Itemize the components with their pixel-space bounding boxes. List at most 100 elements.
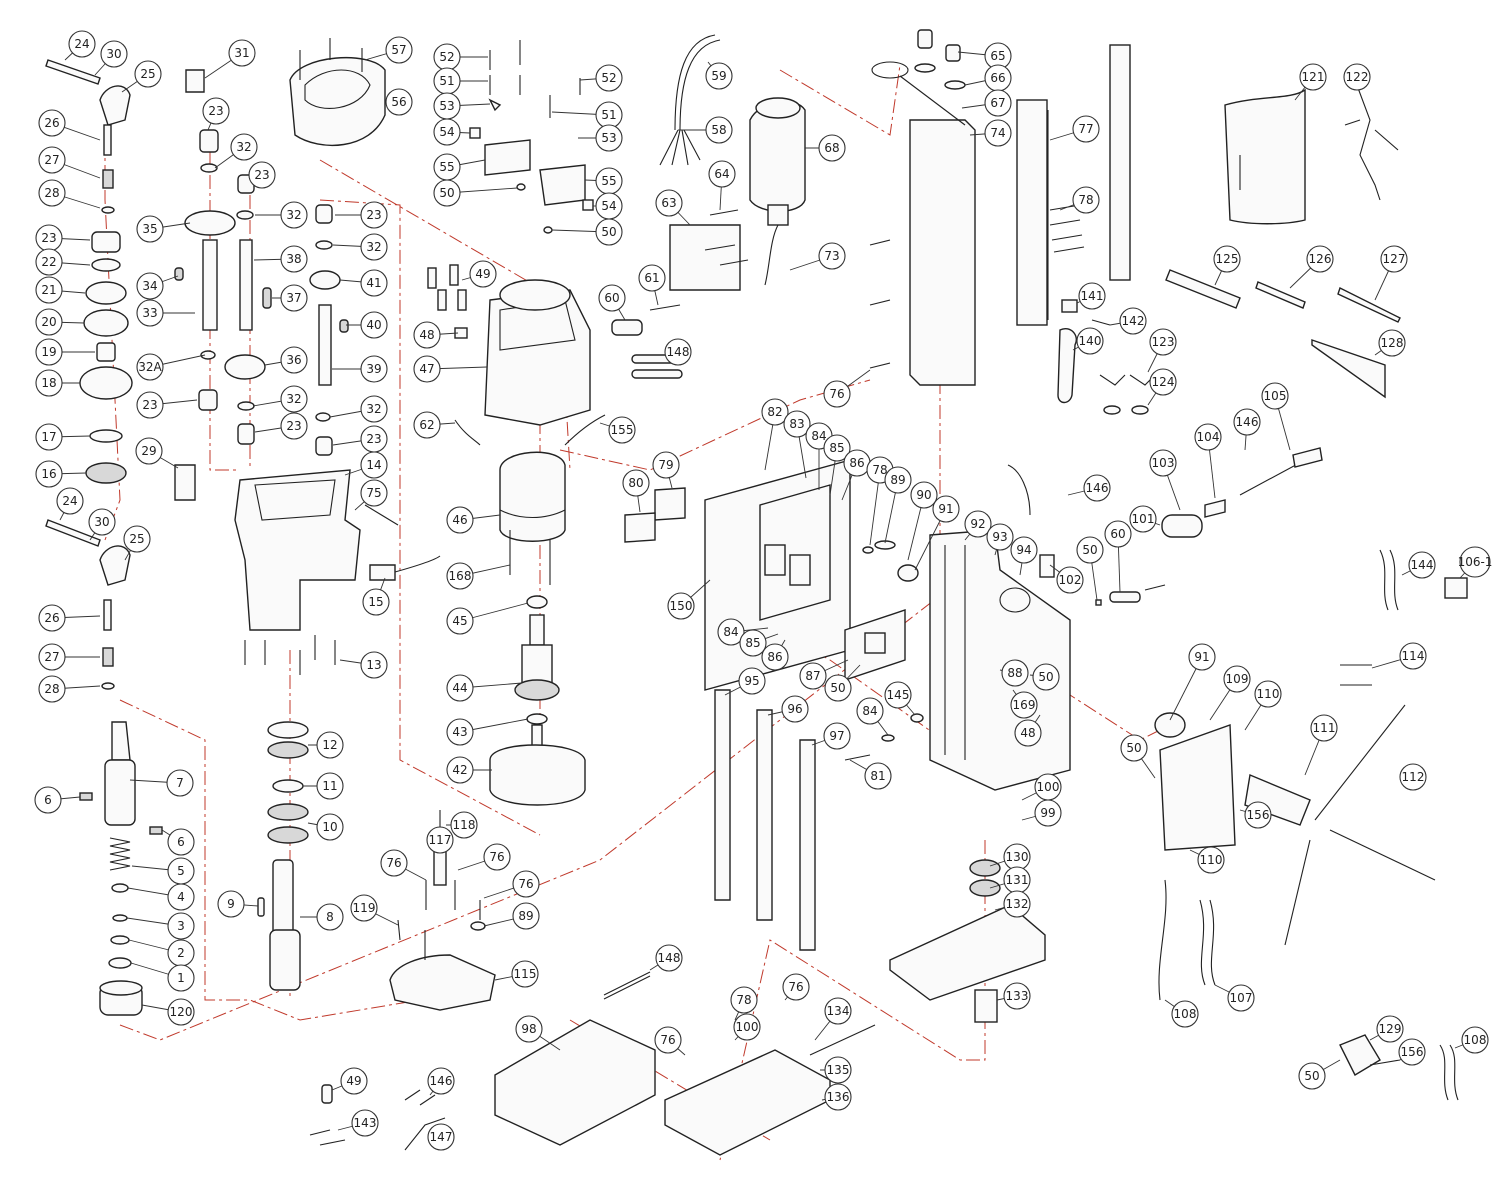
callout-number: 89 [890, 473, 905, 487]
callout-number: 110 [1257, 687, 1280, 701]
callout-number: 169 [1013, 698, 1036, 712]
callout-circle [739, 629, 767, 657]
callout-circle [427, 1123, 455, 1151]
callout-100: 100 [1021, 773, 1062, 801]
callout-17: 17 [35, 423, 91, 451]
callout-circle [340, 1067, 368, 1095]
callout-86: 86 [841, 449, 871, 501]
callout-134: 134 [814, 997, 852, 1041]
callout-circle [1254, 680, 1282, 708]
callout-number: 66 [990, 71, 1005, 85]
callout-number: 30 [106, 47, 121, 61]
callout-number: 11 [322, 779, 337, 793]
callout-101: 101 [1129, 505, 1161, 533]
callout-circle [38, 179, 66, 207]
callout-circle [782, 973, 810, 1001]
callout-91: 91 [1169, 643, 1216, 721]
callout-148: 148 [664, 338, 692, 366]
callout-circle [1076, 536, 1104, 564]
callout-number: 50 [601, 225, 616, 239]
callout-44: 44 [446, 674, 523, 702]
callout-number: 95 [744, 674, 759, 688]
callout-65: 65 [957, 42, 1012, 70]
callout-50: 50 [1120, 734, 1156, 779]
callout-32: 32 [214, 133, 258, 169]
callout-66: 66 [964, 64, 1012, 92]
callout-21: 21 [35, 276, 86, 304]
callout-34: 34 [136, 272, 179, 300]
callout-23: 23 [332, 425, 388, 453]
callout-48: 48 [1014, 714, 1042, 747]
callout-number: 8 [326, 910, 334, 924]
arbor-column-parts [79, 721, 163, 1016]
switch-module [611, 97, 806, 379]
callout-circle [705, 116, 733, 144]
callout-19: 19 [35, 338, 95, 366]
motor-housing [427, 264, 606, 446]
callout-number: 18 [41, 376, 56, 390]
callout-circle [385, 88, 413, 116]
callout-number: 42 [452, 763, 467, 777]
callout-number: 108 [1464, 1033, 1487, 1047]
callout-number: 51 [601, 108, 616, 122]
callout-number: 146 [430, 1074, 453, 1088]
callout-circle [864, 762, 892, 790]
callout-circle [824, 1083, 852, 1111]
callout-number: 9 [227, 897, 235, 911]
callout-80: 80 [622, 469, 650, 513]
callout-number: 82 [767, 405, 782, 419]
callout-number: 120 [170, 1005, 193, 1019]
callout-number: 32 [286, 208, 301, 222]
callout-number: 4 [177, 890, 185, 904]
callout-number: 32 [366, 402, 381, 416]
callout-circle [35, 460, 63, 488]
callout-number: 117 [429, 833, 452, 847]
callout-circle [823, 380, 851, 408]
callout-circle [654, 1026, 682, 1054]
wire-harnesses [1158, 549, 1468, 1101]
callout-circle [1461, 1026, 1489, 1054]
callout-circle [136, 215, 164, 243]
callout-number: 107 [1230, 991, 1253, 1005]
callout-circle [68, 30, 96, 58]
callout-85: 85 [823, 434, 851, 496]
callout-49: 49 [461, 260, 497, 288]
callout-circle [824, 1056, 852, 1084]
callout-6: 6 [34, 786, 81, 814]
callout-number: 147 [430, 1130, 453, 1144]
callout-84: 84 [717, 618, 769, 646]
callout-168: 168 [446, 562, 511, 590]
callout-117: 117 [426, 826, 454, 854]
callout-145: 145 [884, 681, 916, 716]
callout-78: 78 [730, 986, 758, 1021]
callout-61: 61 [638, 264, 666, 306]
callout-number: 133 [1006, 989, 1029, 1003]
callout-146: 146 [1067, 474, 1111, 502]
callout-24: 24 [64, 30, 96, 61]
callout-121: 121 [1294, 63, 1327, 101]
callout-number: 50 [830, 681, 845, 695]
callout-circle [1010, 536, 1038, 564]
callout-143: 143 [337, 1109, 379, 1137]
callout-25: 25 [123, 525, 151, 561]
callout-77: 77 [1049, 115, 1100, 143]
callout-81: 81 [849, 759, 892, 790]
callout-circle [783, 410, 811, 438]
callout-circle [35, 423, 63, 451]
callout-circle [1244, 801, 1272, 829]
callout-circle [134, 60, 162, 88]
callout-circle [823, 434, 851, 462]
callout-number: 84 [723, 625, 738, 639]
callout-25: 25 [121, 60, 162, 93]
callout-number: 10 [322, 820, 337, 834]
callout-24: 24 [56, 487, 84, 521]
callout-number: 58 [711, 123, 726, 137]
callout-27: 27 [38, 643, 100, 671]
callout-circle [385, 36, 413, 64]
callout-number: 32 [286, 392, 301, 406]
callout-number: 13 [366, 658, 381, 672]
callout-number: 99 [1040, 806, 1055, 820]
callout-number: 6 [44, 793, 52, 807]
callout-number: 56 [391, 95, 406, 109]
callout-number: 84 [811, 429, 826, 443]
